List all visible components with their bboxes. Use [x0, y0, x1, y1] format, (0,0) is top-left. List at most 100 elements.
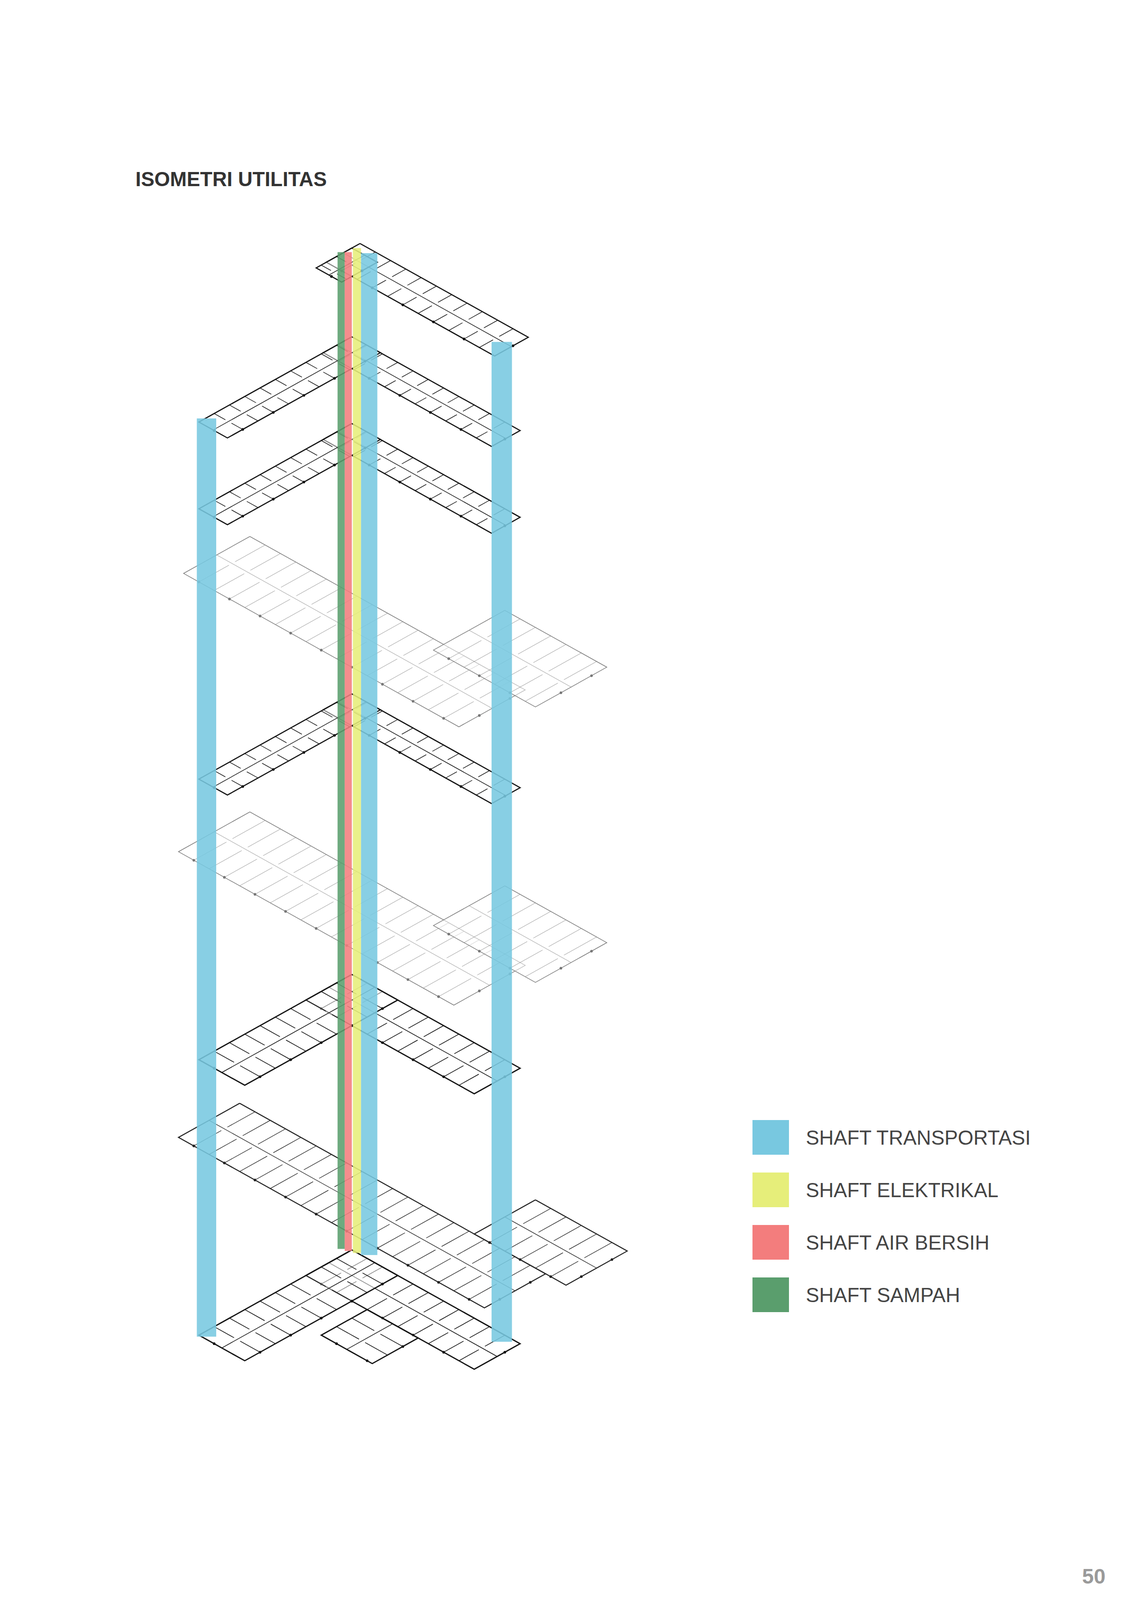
room-wall — [229, 1042, 250, 1054]
room-wall — [397, 1315, 418, 1327]
room-wall — [478, 770, 490, 777]
room-wall — [553, 1224, 582, 1241]
room-wall — [214, 573, 245, 591]
room-wall — [584, 1241, 612, 1258]
room-wall — [259, 599, 291, 617]
room-wall — [259, 474, 272, 481]
room-wall — [275, 736, 287, 743]
room-wall — [307, 380, 320, 387]
column-dot — [314, 1212, 318, 1215]
room-wall — [448, 915, 482, 934]
column-dot — [333, 376, 337, 380]
room-wall — [346, 1323, 393, 1349]
room-wall — [518, 911, 551, 930]
room-wall — [321, 1266, 342, 1278]
room-wall — [399, 475, 412, 483]
column-dot — [212, 1341, 216, 1345]
column-dot — [590, 949, 593, 953]
legend-text: SHAFT ELEKTRIKAL — [805, 1178, 999, 1202]
room-wall — [479, 339, 493, 348]
column-dot — [284, 1195, 287, 1199]
room-wall — [382, 1031, 403, 1043]
room-wall — [259, 387, 272, 395]
column-dot — [381, 1040, 384, 1044]
room-wall — [468, 311, 483, 320]
room-wall — [478, 413, 490, 420]
room-wall — [227, 1111, 255, 1127]
room-wall — [407, 1249, 436, 1266]
room-wall — [432, 744, 444, 752]
legend-text: SHAFT TRANSPORTASI — [805, 1125, 1031, 1149]
room-wall — [428, 1056, 449, 1068]
room-wall — [564, 936, 597, 955]
column-dot — [401, 303, 405, 307]
room-wall — [306, 624, 337, 642]
column-dot — [302, 480, 306, 484]
room-wall — [386, 448, 399, 456]
room-wall — [430, 405, 442, 413]
room-wall — [265, 561, 296, 579]
room-wall — [447, 396, 460, 403]
room-wall — [384, 466, 396, 474]
room-wall — [303, 1153, 332, 1170]
column-dot — [580, 1274, 583, 1278]
room-wall — [259, 1025, 281, 1037]
room-wall — [438, 1266, 467, 1282]
legend-swatch — [752, 1119, 789, 1155]
room-wall — [415, 397, 427, 405]
column-dot — [381, 1282, 384, 1286]
room-wall — [234, 544, 265, 562]
room-wall — [214, 1050, 235, 1062]
room-wall — [469, 905, 572, 963]
column-dot — [477, 949, 481, 953]
utility-shafts — [197, 248, 513, 1342]
column-dot — [459, 784, 463, 788]
room-wall — [352, 1317, 375, 1330]
column-dot — [223, 875, 226, 879]
room-wall — [247, 828, 281, 847]
room-wall — [277, 397, 289, 405]
column-dot — [253, 1178, 257, 1182]
room-wall — [240, 1340, 261, 1352]
room-wall — [224, 1146, 252, 1163]
room-wall — [229, 581, 260, 599]
column-dot — [459, 427, 463, 431]
column-dot — [559, 966, 563, 970]
room-wall — [239, 867, 273, 886]
room-wall — [323, 728, 335, 736]
room-wall — [229, 404, 241, 412]
room-wall — [321, 710, 333, 717]
room-wall — [231, 423, 244, 430]
column-dot — [333, 733, 337, 737]
floor-plates — [178, 243, 628, 1370]
room-wall — [401, 370, 414, 378]
room-wall — [377, 1232, 405, 1248]
room-wall — [454, 1042, 475, 1054]
room-wall — [518, 635, 551, 654]
room-wall — [365, 1342, 388, 1355]
column-dot — [314, 926, 318, 930]
room-wall — [407, 277, 421, 286]
column-dot — [258, 614, 262, 618]
room-wall — [255, 1056, 276, 1068]
floor-outline — [321, 1308, 418, 1363]
column-dot — [442, 716, 446, 720]
column-dot — [350, 1299, 354, 1303]
room-wall — [306, 448, 318, 456]
room-wall — [380, 1333, 403, 1346]
room-wall — [229, 1317, 250, 1329]
room-wall — [255, 1332, 276, 1344]
room-wall — [280, 570, 312, 588]
room-wall — [397, 675, 428, 693]
room-wall — [258, 1128, 286, 1144]
column-dot — [289, 1333, 292, 1337]
column-dot — [411, 699, 415, 703]
room-wall — [290, 727, 302, 735]
room-wall — [408, 1291, 429, 1303]
room-wall — [321, 264, 331, 271]
room-wall — [292, 746, 305, 753]
room-wall — [221, 1262, 375, 1348]
room-wall — [262, 405, 274, 413]
column-dot — [429, 497, 432, 501]
room-wall — [307, 466, 320, 474]
